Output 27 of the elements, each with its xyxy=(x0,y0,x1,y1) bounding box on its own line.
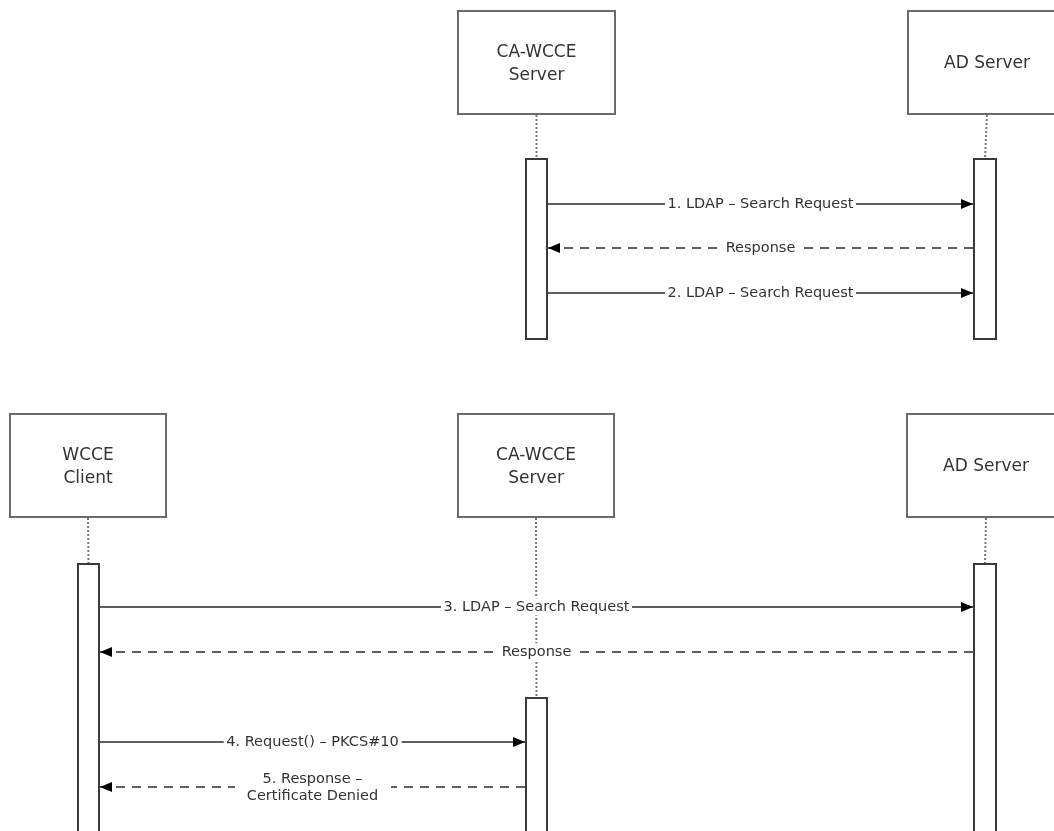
activation-bar xyxy=(525,697,548,831)
edge-label: 2. LDAP – Search Request xyxy=(664,284,857,302)
participant-name: WCCE Client xyxy=(61,443,115,488)
lifeline xyxy=(535,517,538,698)
participant-name: AD Server xyxy=(942,454,1030,477)
participant-name: CA-WCCE Server xyxy=(495,40,578,85)
participant-box xyxy=(457,10,616,115)
edge-label: 4. Request() – PKCS#10 xyxy=(223,733,402,751)
activation-bar xyxy=(77,563,100,831)
edge-label: Response xyxy=(722,239,799,257)
lifeline xyxy=(984,114,988,159)
activation-bar xyxy=(973,158,997,340)
edge-label: Response xyxy=(498,643,575,661)
participant-box xyxy=(457,413,615,518)
participant-name: AD Server xyxy=(943,51,1031,74)
participant-box xyxy=(9,413,167,518)
activation-bar xyxy=(973,563,997,831)
lifeline xyxy=(535,114,538,159)
participant-box xyxy=(906,413,1054,518)
activation-bar xyxy=(525,158,548,340)
participant-box xyxy=(907,10,1054,115)
edge-label: 1. LDAP – Search Request xyxy=(664,195,857,213)
lifeline xyxy=(87,517,90,564)
message-arrow xyxy=(99,647,974,657)
edge-label: 3. LDAP – Search Request xyxy=(440,598,633,616)
lifeline xyxy=(984,517,987,564)
participant-name: CA-WCCE Server xyxy=(495,443,577,488)
